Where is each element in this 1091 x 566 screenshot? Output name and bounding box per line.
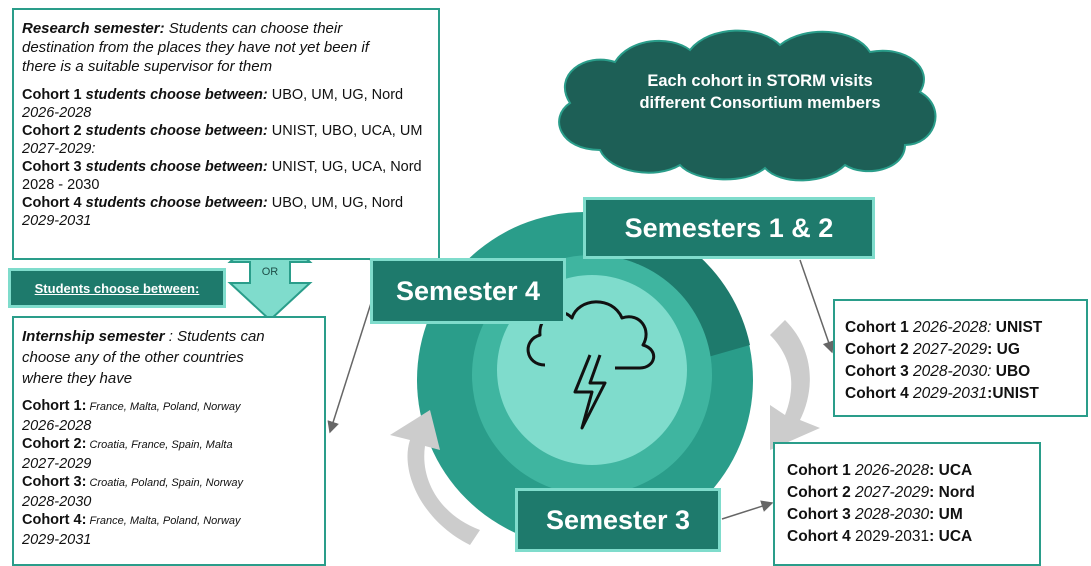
internship-cohort-4: Cohort 4: France, Malta, Poland, Norway xyxy=(22,512,241,528)
internship-cohort-1: Cohort 1: France, Malta, Poland, Norway xyxy=(22,398,241,414)
research-cohort-1: Cohort 1 students choose between: UBO, U… xyxy=(22,87,404,103)
semester-3-cohort-box: Cohort 1 2026-2028: UCA Cohort 2 2027-20… xyxy=(773,442,1041,566)
semesters-1-2-cohort-box: Cohort 1 2026-2028: UNIST Cohort 2 2027-… xyxy=(833,299,1088,417)
research-cohort-4: Cohort 4 students choose between: UBO, U… xyxy=(22,195,404,211)
internship-cohort-4-years: 2029-2031 xyxy=(22,532,92,548)
sem12-cohort-3: Cohort 3 2028-2030: UBO xyxy=(845,363,1031,380)
internship-cohort-2-years: 2027-2029 xyxy=(22,456,92,472)
research-cohort-2-years: 2027-2029: xyxy=(22,141,96,157)
connector-sem4-internship xyxy=(327,299,373,434)
sem3-cohort-3: Cohort 3 2028-2030: UM xyxy=(787,506,963,523)
research-cohort-3-years: 2028 - 2030 xyxy=(22,177,100,193)
research-cohort-4-years: 2029-2031 xyxy=(22,213,92,229)
internship-heading-line2: choose any of the other countries xyxy=(22,349,244,366)
research-semester-box: Research semester: Students can choose t… xyxy=(12,8,440,260)
internship-heading-bold: Internship semester xyxy=(22,328,165,345)
research-heading-line3: there is a suitable supervisor for them xyxy=(22,58,273,75)
connector-sem12-box xyxy=(799,259,835,354)
internship-cohort-1-years: 2026-2028 xyxy=(22,418,92,434)
connector-sem3-box xyxy=(721,500,774,520)
internship-cohort-2: Cohort 2: Croatia, France, Spain, Malta xyxy=(22,436,233,452)
internship-semester-box: Internship semester : Students can choos… xyxy=(12,316,326,566)
cloud-line-1: Each cohort in STORM visits xyxy=(647,72,873,90)
semester-4-label: Semester 4 xyxy=(370,258,566,324)
internship-cohort-3: Cohort 3: Croatia, Poland, Spain, Norway xyxy=(22,474,243,490)
cloud-shape xyxy=(558,29,937,182)
grey-arrow-left xyxy=(390,410,480,545)
grey-arrow-right xyxy=(770,320,820,450)
research-heading-line2: destination from the places they have no… xyxy=(22,39,369,56)
sem3-cohort-1: Cohort 1 2026-2028: UCA xyxy=(787,462,973,479)
sem12-cohort-4: Cohort 4 2029-2031:UNIST xyxy=(845,385,1039,402)
cloud-line-2: different Consortium members xyxy=(639,94,881,112)
research-cohort-3: Cohort 3 students choose between: UNIST,… xyxy=(22,159,422,175)
or-label: OR xyxy=(261,266,279,278)
students-choose-label: Students choose between: xyxy=(8,268,226,308)
internship-heading-line3: where they have xyxy=(22,370,133,387)
cloud-text: Each cohort in STORM visits different Co… xyxy=(600,70,920,114)
storm-cloud-icon xyxy=(526,300,655,430)
research-cohort-2: Cohort 2 students choose between: UNIST,… xyxy=(22,123,423,139)
research-heading-rest: Students can choose their xyxy=(164,20,343,37)
research-cohort-1-years: 2026-2028 xyxy=(22,105,92,121)
sem3-cohort-4: Cohort 4 2029-2031: UCA xyxy=(787,528,973,545)
semester-3-label: Semester 3 xyxy=(515,488,721,552)
semesters-1-2-label: Semesters 1 & 2 xyxy=(583,197,875,259)
sem12-cohort-2: Cohort 2 2027-2029: UG xyxy=(845,341,1020,358)
research-heading-bold: Research semester: xyxy=(22,20,165,37)
sem3-cohort-2: Cohort 2 2027-2029: Nord xyxy=(787,484,975,501)
sem12-cohort-1: Cohort 1 2026-2028: UNIST xyxy=(845,319,1043,336)
internship-cohort-3-years: 2028-2030 xyxy=(22,494,92,510)
internship-heading-rest: : Students can xyxy=(164,328,265,345)
